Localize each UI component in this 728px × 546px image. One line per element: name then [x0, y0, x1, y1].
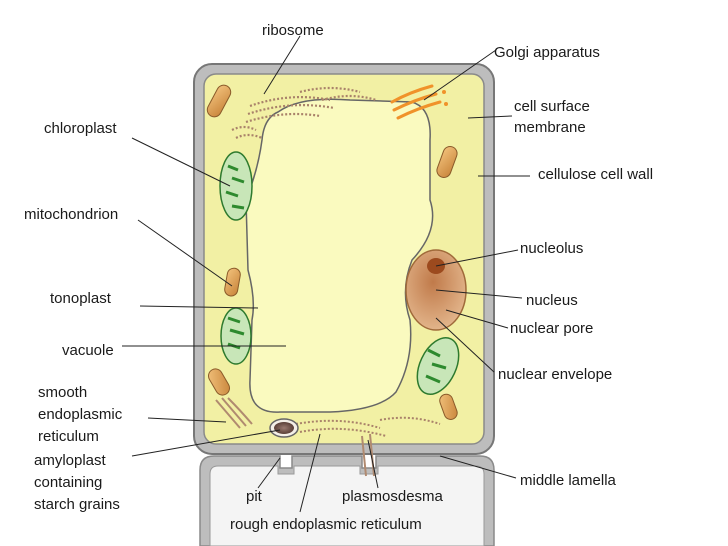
vacuole-shape [246, 99, 433, 412]
label-smooth-er-line2: endoplasmic [38, 406, 122, 424]
label-pit: pit [246, 488, 262, 506]
label-golgi-apparatus: Golgi apparatus [494, 44, 600, 62]
label-ribosome: ribosome [262, 22, 324, 40]
label-amyloplast-line3: starch grains [34, 496, 120, 514]
label-cell-surface-membrane-line2: membrane [514, 119, 586, 137]
label-vacuole: vacuole [62, 342, 114, 360]
label-cellulose-cell-wall: cellulose cell wall [538, 166, 653, 184]
label-amyloplast-line2: containing [34, 474, 102, 492]
label-nucleolus: nucleolus [520, 240, 583, 258]
label-tonoplast: tonoplast [50, 290, 111, 308]
label-nucleus: nucleus [526, 292, 578, 310]
label-nuclear-envelope: nuclear envelope [498, 366, 612, 384]
label-nuclear-pore: nuclear pore [510, 320, 593, 338]
label-smooth-er-line3: reticulum [38, 428, 99, 446]
label-smooth-er-line1: smooth [38, 384, 87, 402]
label-rough-er: rough endoplasmic reticulum [230, 516, 422, 534]
amyloplast [270, 419, 298, 437]
label-plasmodesma: plasmosdesma [342, 488, 443, 506]
label-amyloplast-line1: amyloplast [34, 452, 106, 470]
label-mitochondrion: mitochondrion [24, 206, 118, 224]
label-cell-surface-membrane-line1: cell surface [514, 98, 590, 116]
label-chloroplast: chloroplast [44, 120, 117, 138]
label-middle-lamella: middle lamella [520, 472, 616, 490]
